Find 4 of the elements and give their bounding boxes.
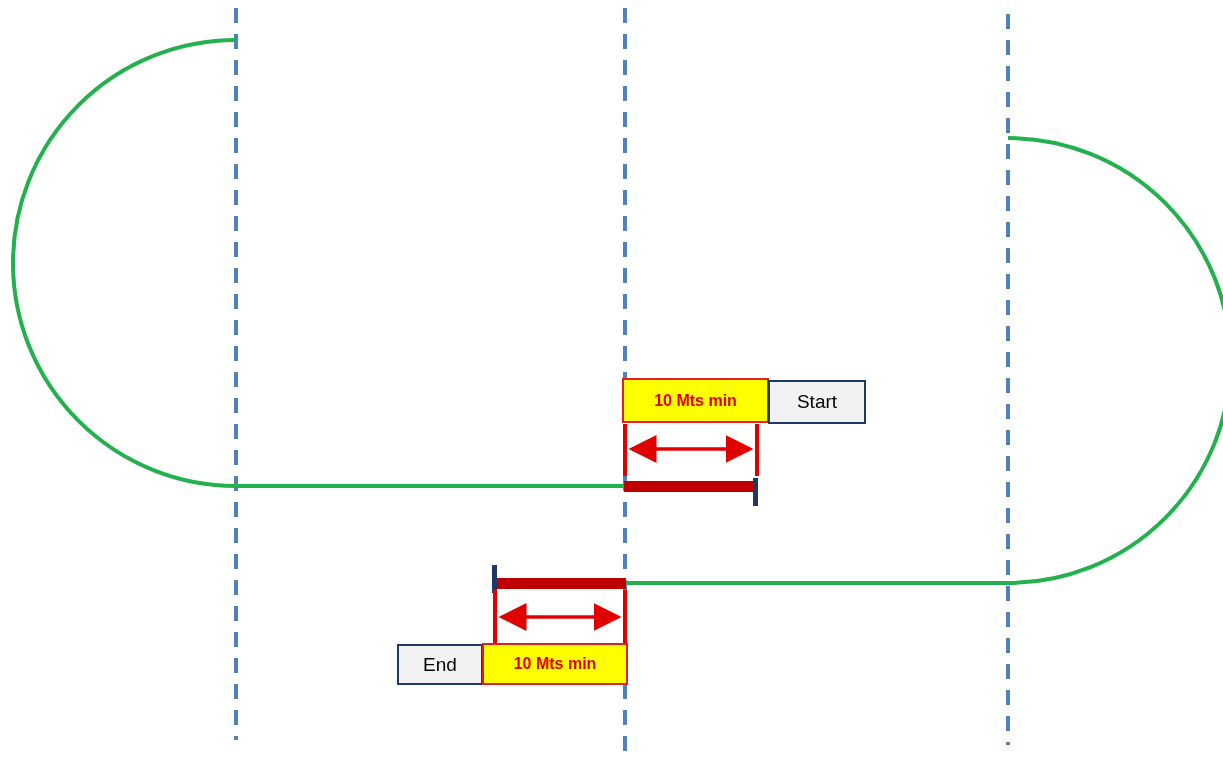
distance-label: 10 Mts min bbox=[482, 643, 628, 685]
distance-label: 10 Mts min bbox=[622, 378, 769, 423]
start-label: Start bbox=[768, 380, 866, 424]
end-label: End bbox=[397, 644, 483, 685]
